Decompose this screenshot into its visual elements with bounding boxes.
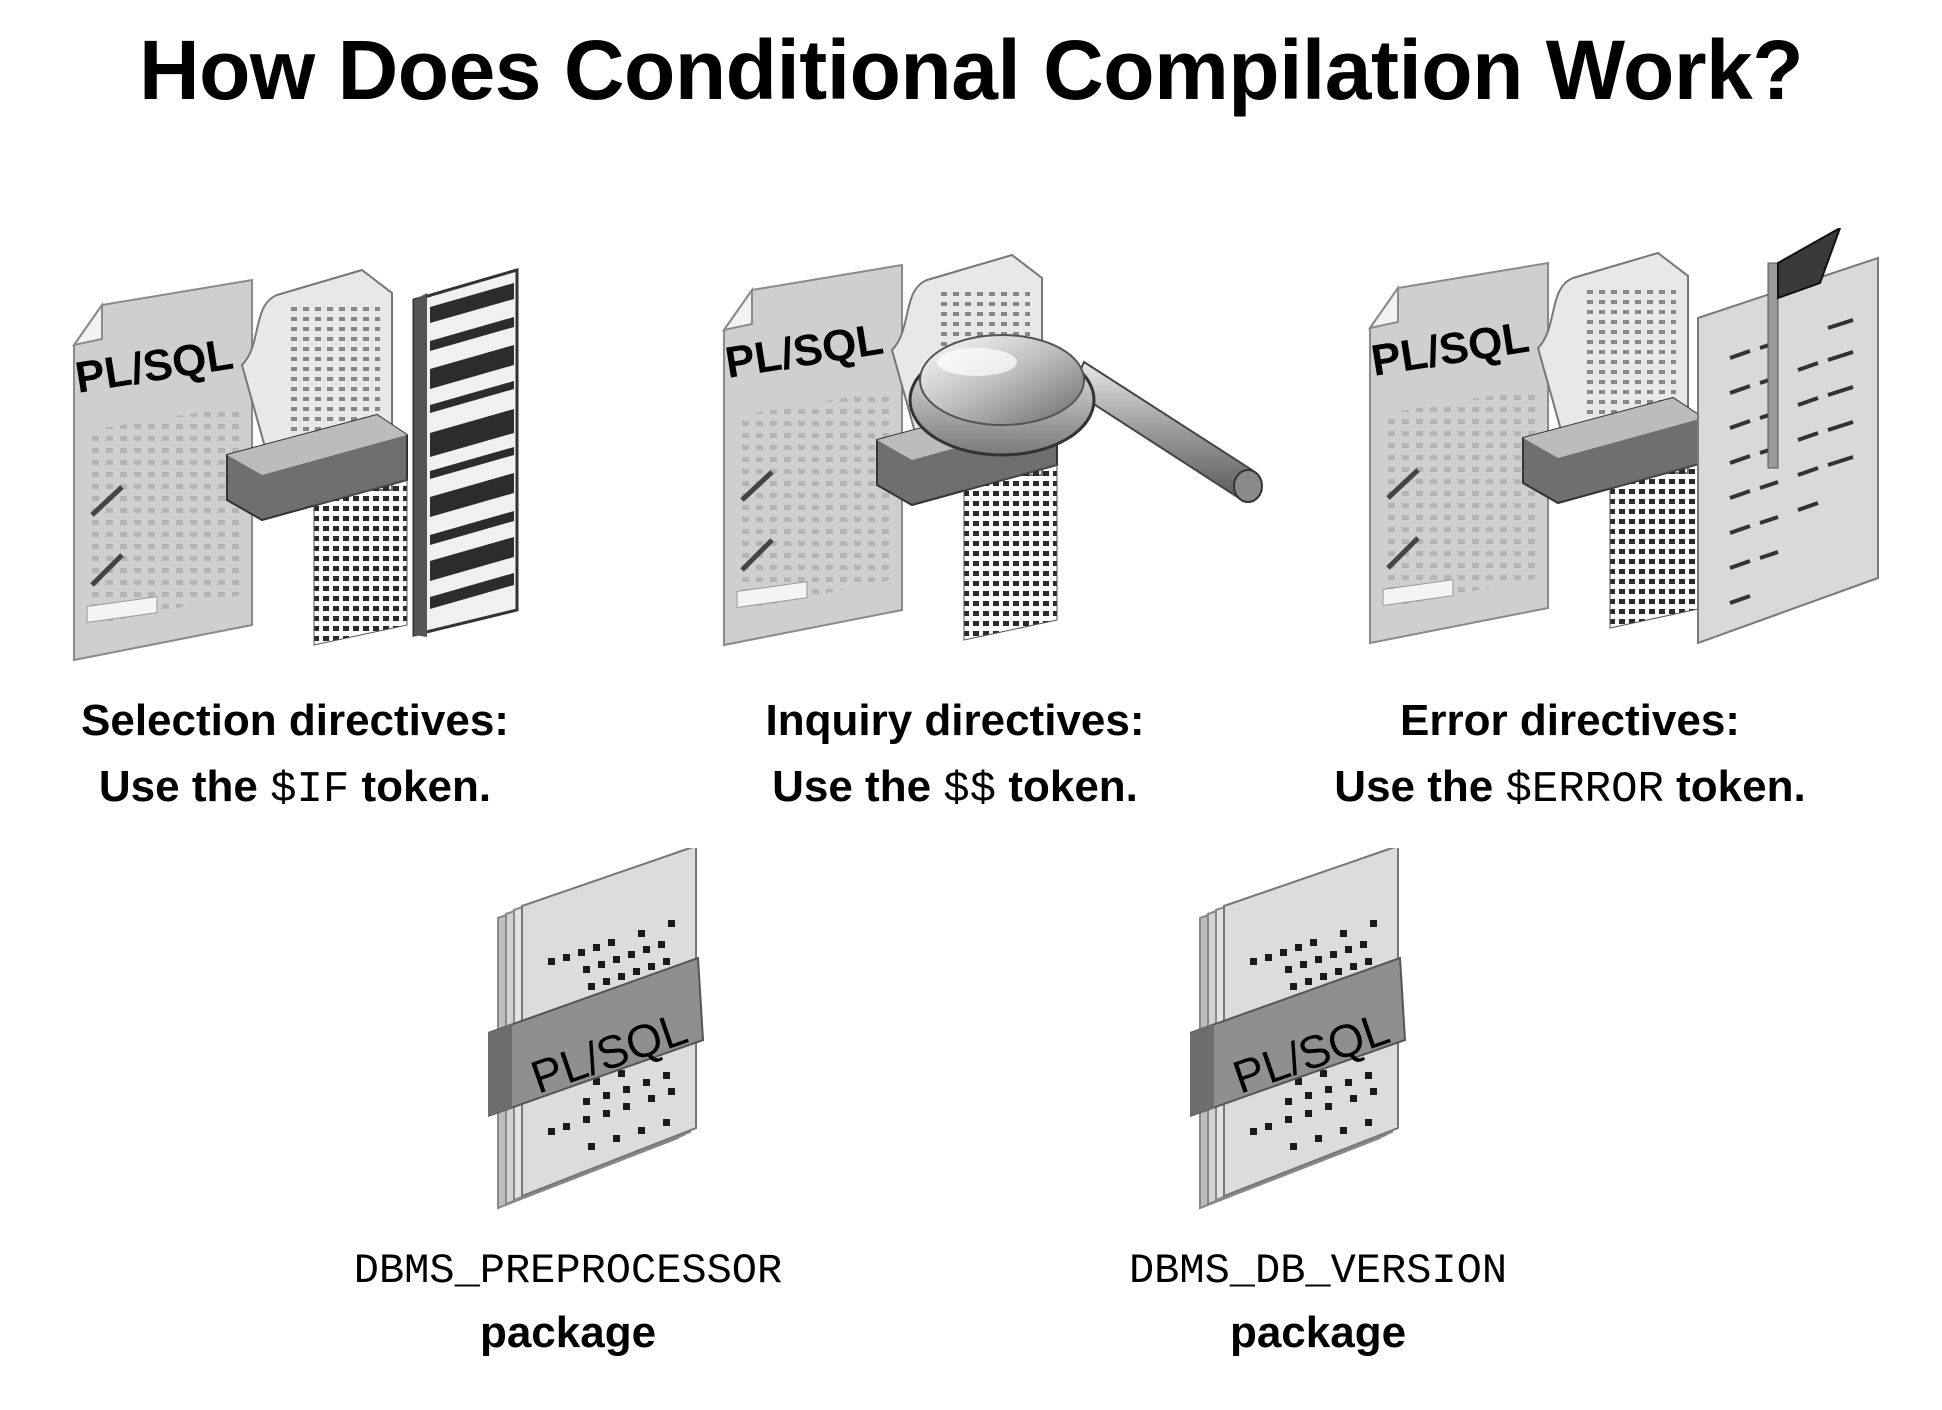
- package-name: DBMS_DB_VERSION: [1018, 1240, 1618, 1302]
- pl-sql-barcode-icon: PL/SQL: [62, 265, 532, 670]
- package-suffix: package: [1018, 1302, 1618, 1364]
- package-suffix: package: [268, 1302, 868, 1364]
- pl-sql-document: PL/SQL: [72, 280, 252, 660]
- printer: [1523, 253, 1703, 628]
- flagged-page: [1698, 228, 1878, 643]
- pl-sql-document: PL/SQL: [1368, 263, 1548, 643]
- printer: [227, 270, 407, 645]
- token-if: $IF: [270, 765, 349, 815]
- page-title: How Does Conditional Compilation Work?: [0, 22, 1942, 119]
- package-name: DBMS_PREPROCESSOR: [268, 1240, 868, 1302]
- error-directives-caption: Error directives: Use the $ERROR token.: [1290, 688, 1850, 823]
- barcode: [414, 270, 517, 637]
- caption-heading: Inquiry directives:: [690, 688, 1220, 754]
- caption-heading: Selection directives:: [30, 688, 560, 754]
- dbms-preprocessor-caption: DBMS_PREPROCESSOR package: [268, 1240, 868, 1364]
- inquiry-directives-caption: Inquiry directives: Use the $$ token.: [690, 688, 1220, 823]
- selection-directives-caption: Selection directives: Use the $IF token.: [30, 688, 560, 823]
- pl-sql-package-stack-icon: PL/SQL: [1190, 848, 1410, 1218]
- pl-sql-magnifier-icon: PL/SQL: [712, 250, 1272, 655]
- pl-sql-package-stack-icon: PL/SQL: [488, 848, 708, 1218]
- caption-usage: Use the $IF token.: [30, 754, 560, 823]
- dbms-db-version-caption: DBMS_DB_VERSION package: [1018, 1240, 1618, 1364]
- token-error: $ERROR: [1505, 765, 1663, 815]
- caption-usage: Use the $ERROR token.: [1290, 754, 1850, 823]
- caption-usage: Use the $$ token.: [690, 754, 1220, 823]
- caption-heading: Error directives:: [1290, 688, 1850, 754]
- pl-sql-flag-icon: PL/SQL: [1358, 228, 1888, 653]
- token-inquiry: $$: [943, 765, 996, 815]
- pl-sql-document: PL/SQL: [722, 265, 902, 645]
